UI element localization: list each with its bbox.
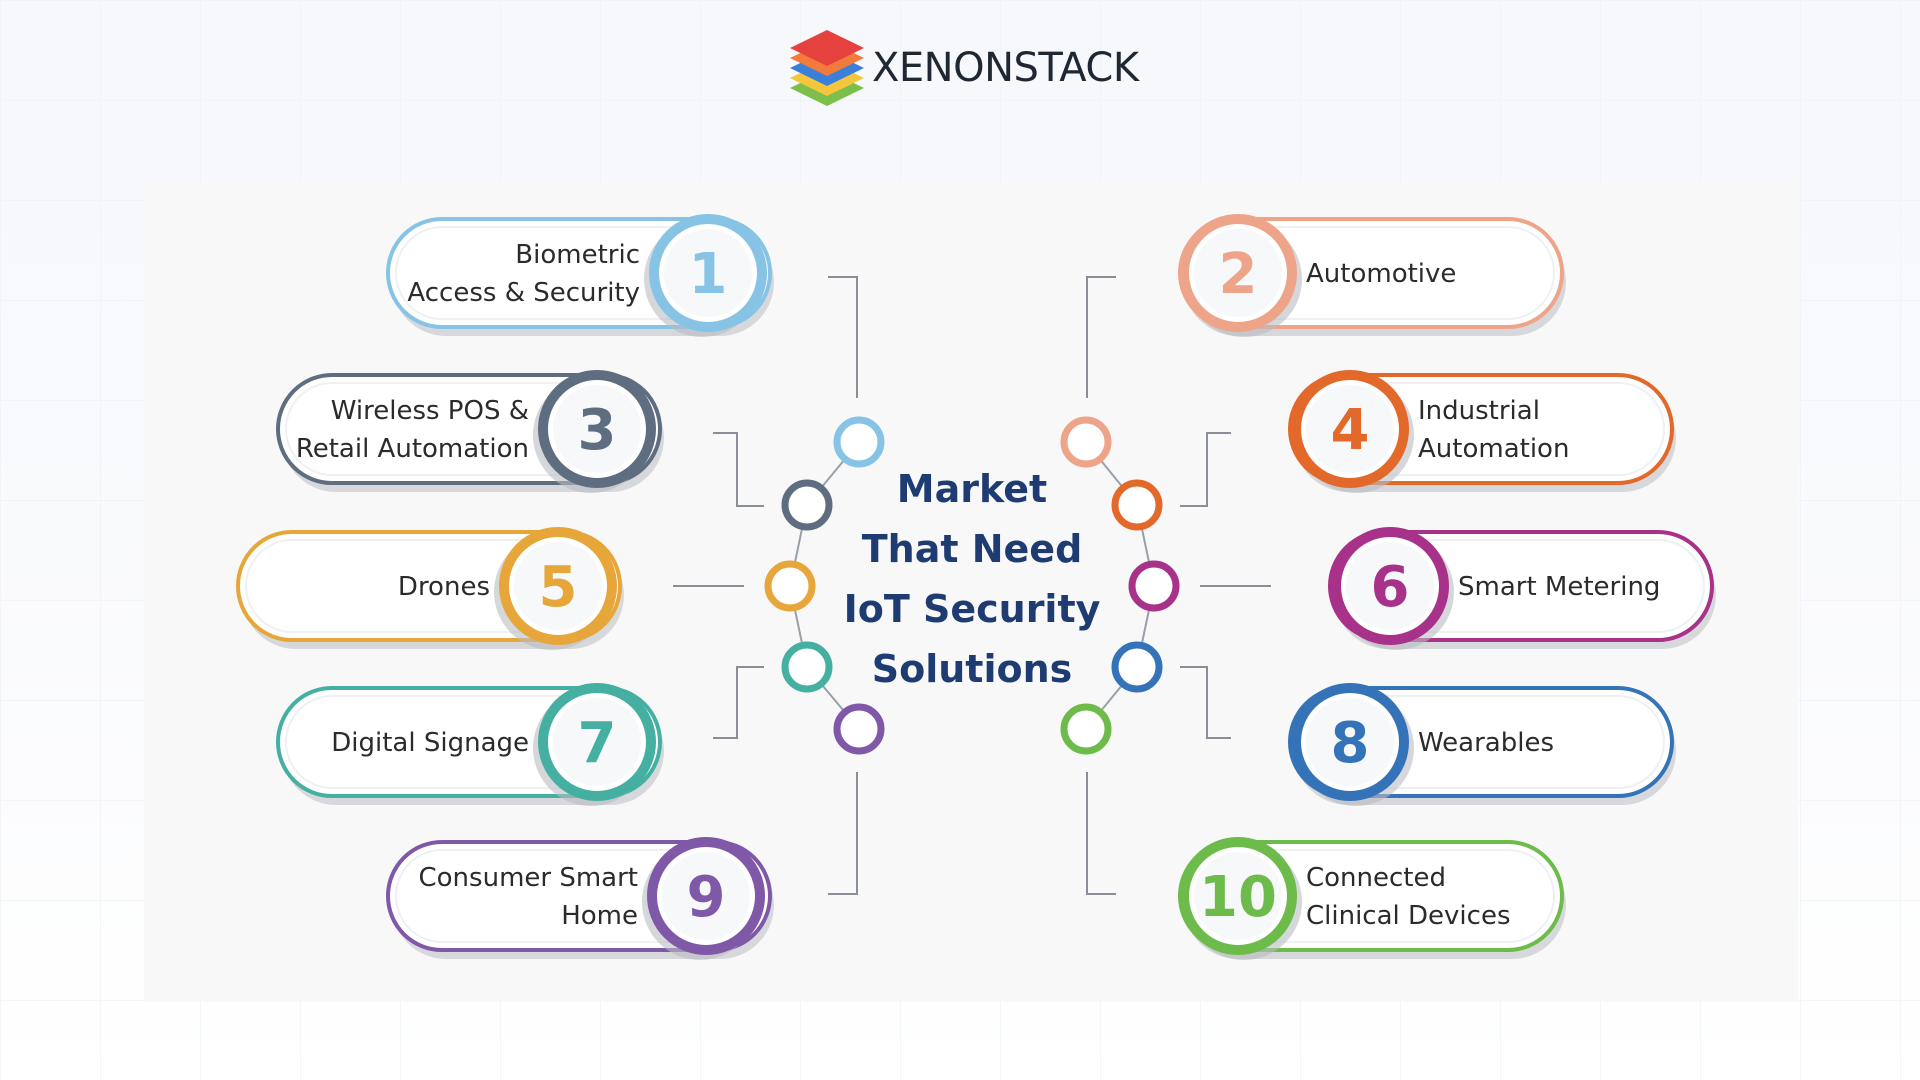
market-item-label-line: Consumer Smart xyxy=(419,863,639,893)
market-item-2: 2 Automotive xyxy=(1178,214,1566,337)
number-badge-inner xyxy=(553,698,641,786)
market-item-label-line: Digital Signage xyxy=(331,728,529,758)
market-item-5: 5 Drones xyxy=(236,527,624,650)
connector-line-2 xyxy=(1086,276,1116,398)
layers-logo-icon xyxy=(790,30,864,106)
market-item-label-line: Retail Automation xyxy=(296,434,529,464)
brand-name: XENONSTACK xyxy=(872,45,1139,91)
center-ring-9 xyxy=(833,703,885,755)
number-badge-inner xyxy=(1194,229,1282,317)
market-item-label-line: Access & Security xyxy=(407,278,640,308)
number-badge-inner xyxy=(664,229,752,317)
center-ring-1 xyxy=(833,416,885,468)
connector-line-4 xyxy=(1180,432,1231,507)
connector-line-7 xyxy=(713,666,764,739)
market-item-8: 8 Wearables xyxy=(1288,683,1676,806)
market-item-label-line: Connected xyxy=(1306,863,1446,893)
center-ring-7 xyxy=(781,641,833,693)
number-badge-inner xyxy=(662,852,750,940)
center-title-line-3: IoT Security xyxy=(844,587,1101,631)
market-item-label-line: Drones xyxy=(398,572,490,602)
center-rings xyxy=(764,416,1180,755)
center-ring-10 xyxy=(1060,703,1112,755)
center-ring-8 xyxy=(1111,641,1163,693)
number-badge-label: 1 xyxy=(689,242,728,307)
center-title-line-2: That Need xyxy=(862,527,1083,571)
number-badge-label: 2 xyxy=(1219,242,1258,307)
center-title-line-1: Market xyxy=(897,467,1047,511)
center-ring-2 xyxy=(1060,416,1112,468)
logo-layer-5 xyxy=(790,30,864,66)
connector-lines xyxy=(673,276,1271,895)
center-title-line-4: Solutions xyxy=(872,647,1073,691)
center-title: Market That Need IoT Security Solutions xyxy=(844,467,1101,691)
connector-line-8 xyxy=(1180,666,1231,739)
market-item-label-line: Industrial xyxy=(1418,396,1540,426)
number-badge-label: 3 xyxy=(578,398,617,463)
number-badge-inner xyxy=(514,542,602,630)
number-badge-inner xyxy=(1306,698,1394,786)
market-item-label-line: Clinical Devices xyxy=(1306,901,1510,931)
number-badge-label: 6 xyxy=(1371,555,1410,620)
number-badge-label: 7 xyxy=(578,711,617,776)
center-ring-4 xyxy=(1111,479,1163,531)
market-item-label-line: Wireless POS & xyxy=(331,396,529,426)
connector-line-9 xyxy=(828,772,858,895)
market-item-label-line: Automotive xyxy=(1306,259,1456,289)
market-item-label-line: Automation xyxy=(1418,434,1569,464)
market-item-label-line: Biometric xyxy=(515,240,640,270)
number-badge-inner xyxy=(553,385,641,473)
market-item-label-line: Wearables xyxy=(1418,728,1554,758)
number-badge-inner xyxy=(1306,385,1394,473)
market-item-3: 3 Wireless POS & Retail Automation xyxy=(276,370,664,493)
number-badge-label: 8 xyxy=(1331,711,1370,776)
connector-line-1 xyxy=(828,276,858,398)
center-ring-3 xyxy=(781,479,833,531)
connector-line-10 xyxy=(1086,772,1116,895)
center-ring-6 xyxy=(1128,560,1180,612)
market-item-6: 6 Smart Metering xyxy=(1328,527,1716,650)
market-item-label-line: Smart Metering xyxy=(1458,572,1660,602)
center-ring-5 xyxy=(764,560,816,612)
number-badge-inner xyxy=(1346,542,1434,630)
number-badge-label: 5 xyxy=(539,555,578,620)
connector-line-3 xyxy=(713,432,764,507)
number-badge-label: 4 xyxy=(1331,398,1370,463)
number-badge-inner xyxy=(1194,852,1282,940)
brand-logo: XENONSTACK xyxy=(788,26,1139,110)
number-badge-label: 10 xyxy=(1199,865,1277,930)
market-item-label-line: Home xyxy=(561,901,638,931)
market-item-7: 7 Digital Signage xyxy=(276,683,664,806)
number-badge-label: 9 xyxy=(687,865,726,930)
